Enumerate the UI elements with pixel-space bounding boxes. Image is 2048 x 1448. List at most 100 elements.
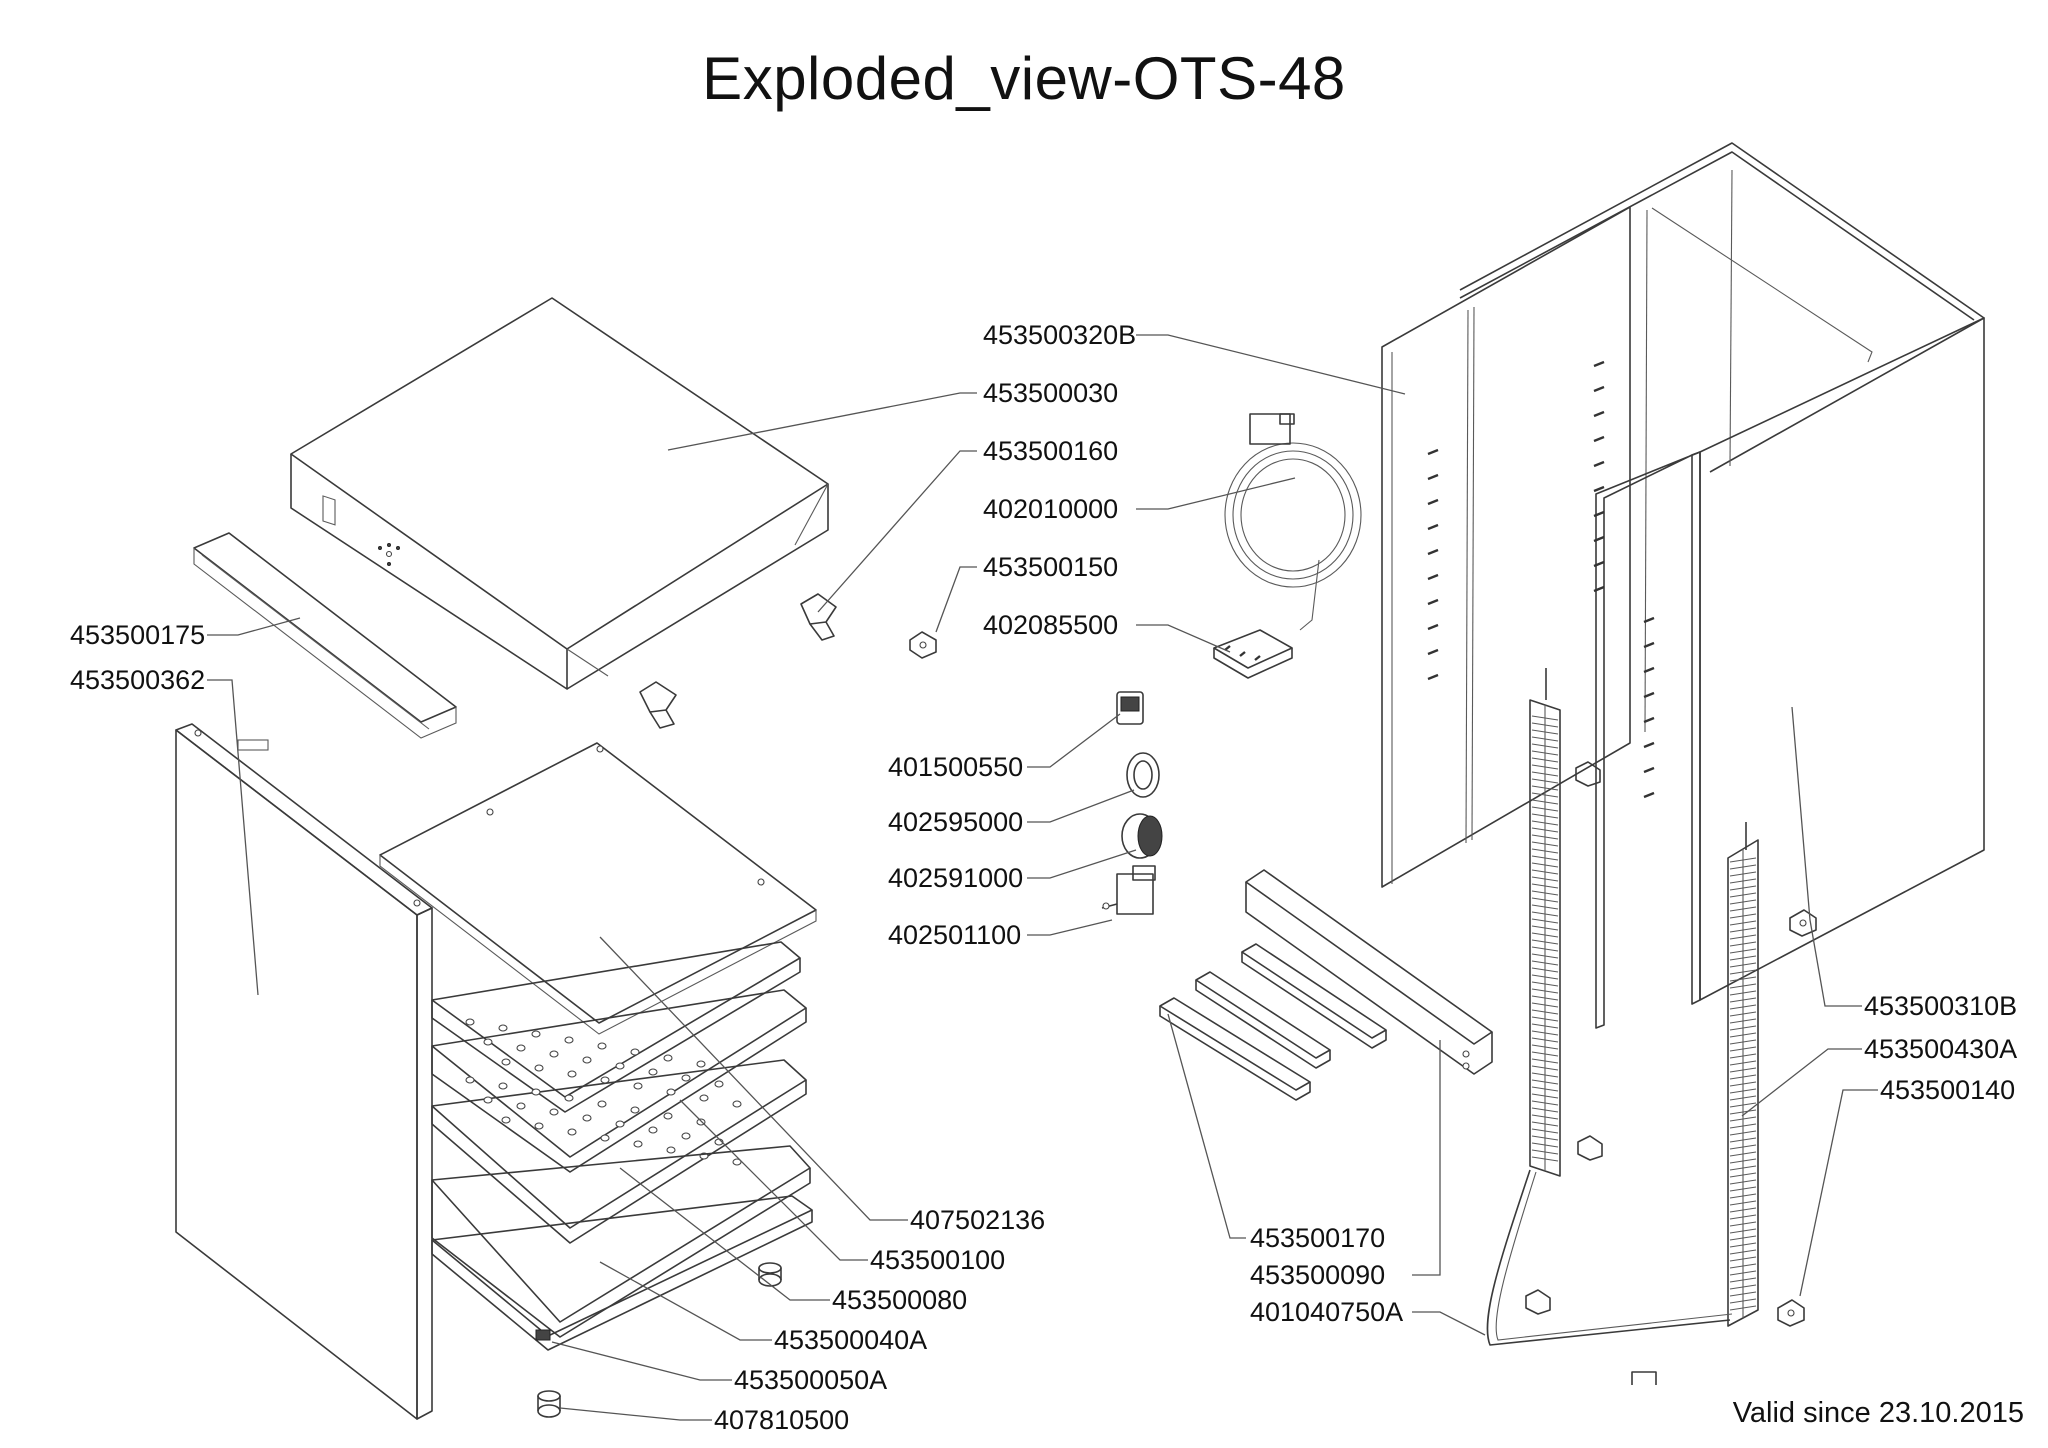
rail-tooth [1729, 1200, 1757, 1206]
rail-tooth [1729, 857, 1757, 863]
callout-453500320B[interactable]: 453500320B [983, 320, 1136, 350]
heater-rail-left-part[interactable] [1529, 668, 1561, 1177]
callout-402501100[interactable]: 402501100 [888, 920, 1021, 950]
shelf-hole [597, 1100, 607, 1108]
adjustable-foot-part[interactable] [537, 1262, 782, 1418]
terminal-block-part[interactable] [1213, 629, 1293, 679]
callout-453500362[interactable]: 453500362 [70, 665, 205, 695]
rail-tooth [1729, 1263, 1757, 1269]
thermostat-knob-part[interactable] [1121, 813, 1163, 859]
thermostat-part[interactable] [1101, 865, 1156, 915]
rail-tooth [1729, 1270, 1757, 1276]
rail-tooth [1729, 1179, 1757, 1185]
mounting-clip-part[interactable] [1525, 761, 1817, 1385]
rail-tooth [1531, 778, 1559, 784]
shelf-upper-part[interactable] [431, 941, 801, 1113]
rocker-switch-part[interactable] [1116, 691, 1144, 725]
rail-tooth [1531, 967, 1559, 973]
callout-402591000[interactable]: 402591000 [888, 863, 1023, 893]
rail-tooth [1729, 1053, 1757, 1059]
glass-plate-part[interactable] [379, 742, 817, 1035]
shelf-hole [666, 1088, 676, 1096]
rail-tooth [1729, 1193, 1757, 1199]
shelf-lower-part[interactable] [431, 1059, 807, 1244]
callout-453500310B[interactable]: 453500310B [1864, 991, 2017, 1021]
bottom-tray-part[interactable] [431, 1145, 811, 1338]
callout-453500080[interactable]: 453500080 [832, 1285, 967, 1315]
callout-401040750A[interactable]: 401040750A [1250, 1297, 1403, 1327]
vent-slot [1643, 691, 1655, 699]
shelf-hole [531, 1030, 541, 1038]
rail-tooth [1531, 785, 1559, 791]
callout-453500140[interactable]: 453500140 [1880, 1075, 2015, 1105]
callout-453500100[interactable]: 453500100 [870, 1245, 1005, 1275]
vent-slot [1643, 641, 1655, 649]
vent-slot [1427, 673, 1439, 681]
callout-453500040A[interactable]: 453500040A [774, 1325, 927, 1355]
shelf-hole [732, 1100, 742, 1108]
vent-slot [1593, 360, 1605, 368]
shelf-hole [666, 1146, 676, 1154]
rail-tooth [1531, 827, 1559, 833]
rail-tooth [1531, 750, 1559, 756]
shelf-hole [498, 1082, 508, 1090]
shelf-hole [465, 1018, 475, 1026]
callout-401500550[interactable]: 401500550 [888, 752, 1023, 782]
callout-453500090[interactable]: 453500090 [1250, 1260, 1385, 1290]
cabinet-frame-part[interactable] [1459, 142, 1985, 473]
rail-tooth [1729, 1249, 1757, 1255]
shelf-hole [696, 1060, 706, 1068]
rail-tooth [1531, 1065, 1559, 1071]
shelf-support-rail-part[interactable] [1159, 943, 1387, 1101]
handle-profile-part[interactable] [193, 532, 457, 739]
knob-ring-part[interactable] [1126, 752, 1160, 798]
rail-tooth [1729, 1242, 1757, 1248]
shelf-hole [600, 1076, 610, 1084]
callout-453500150[interactable]: 453500150 [983, 552, 1118, 582]
vent-slot [1593, 535, 1605, 543]
shelf-hole [534, 1122, 544, 1130]
base-plate-part[interactable] [431, 1195, 813, 1351]
callout-402595000[interactable]: 402595000 [888, 807, 1023, 837]
vent-slot [1643, 741, 1655, 749]
callout-453500170[interactable]: 453500170 [1250, 1223, 1385, 1253]
heating-coil-part[interactable] [1224, 413, 1362, 631]
shelf-middle-part[interactable] [431, 989, 807, 1173]
callout-407810500[interactable]: 407810500 [714, 1405, 849, 1435]
rail-tooth [1729, 1025, 1757, 1031]
connecting-cable-part[interactable] [1486, 1169, 1733, 1346]
small-bracket-part[interactable] [909, 631, 937, 659]
door-part[interactable] [175, 723, 433, 1420]
rail-tooth [1729, 1088, 1757, 1094]
callout-labels: 453500320B 453500030 453500160 402010000… [70, 320, 2017, 1435]
bracket-clip-part[interactable] [639, 593, 837, 729]
top-cover-part[interactable] [290, 297, 829, 690]
rail-tooth [1729, 1011, 1757, 1017]
shelf-hole [633, 1082, 643, 1090]
shelf-hole [483, 1096, 493, 1104]
callout-402085500[interactable]: 402085500 [983, 610, 1118, 640]
callout-453500160[interactable]: 453500160 [983, 436, 1118, 466]
shelf-hole [630, 1048, 640, 1056]
rail-tooth [1729, 941, 1757, 947]
callout-453500050A[interactable]: 453500050A [734, 1365, 887, 1395]
callout-453500430A[interactable]: 453500430A [1864, 1034, 2017, 1064]
rail-tooth [1729, 1172, 1757, 1178]
rail-tooth [1531, 1149, 1559, 1155]
rail-tooth [1729, 990, 1757, 996]
rail-tooth [1729, 906, 1757, 912]
rail-tooth [1531, 1072, 1559, 1078]
rail-tooth [1531, 841, 1559, 847]
callout-453500030[interactable]: 453500030 [983, 378, 1118, 408]
callout-407502136[interactable]: 407502136 [910, 1205, 1045, 1235]
rail-tooth [1531, 715, 1559, 721]
rail-tooth [1729, 1032, 1757, 1038]
shelf-hole [501, 1116, 511, 1124]
rail-tooth [1531, 1002, 1559, 1008]
cabinet-right-panel-part[interactable] [1595, 317, 1985, 1029]
rail-tooth [1729, 899, 1757, 905]
shelf-support-bracket-part[interactable] [1245, 869, 1493, 1075]
cabinet-left-panel-part[interactable] [1381, 206, 1648, 888]
callout-453500175[interactable]: 453500175 [70, 620, 205, 650]
callout-402010000[interactable]: 402010000 [983, 494, 1118, 524]
